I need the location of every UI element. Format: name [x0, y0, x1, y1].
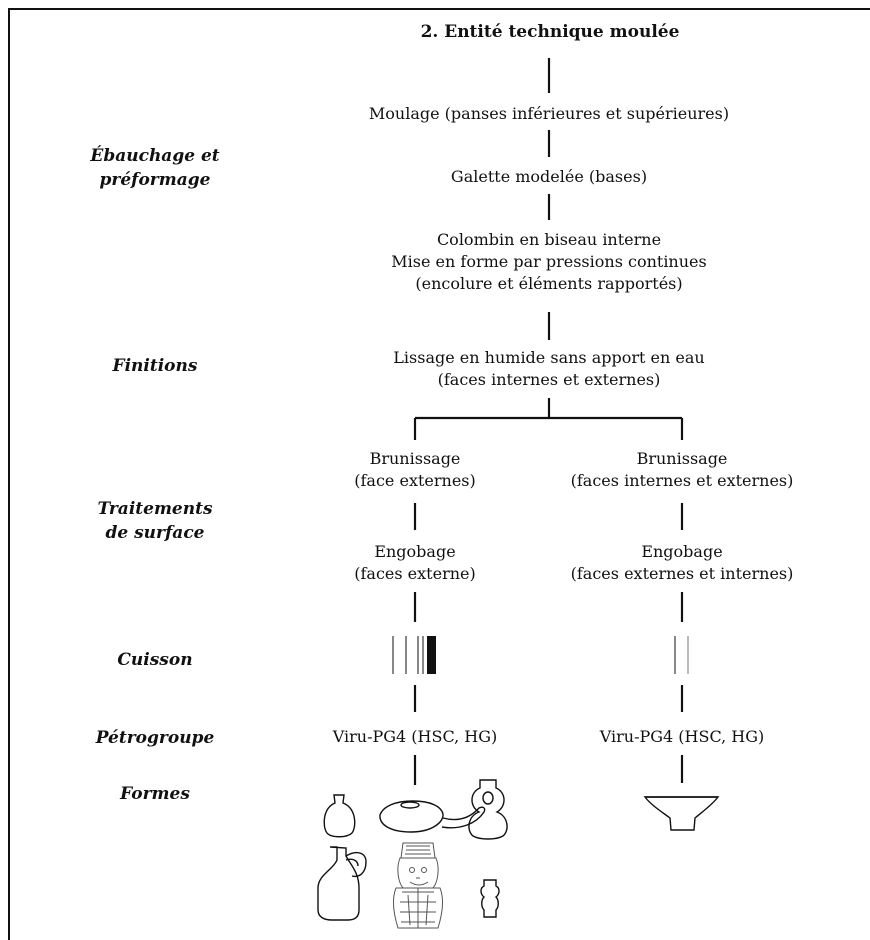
cuisson-marks-left [392, 636, 436, 674]
stage-label-finitions: Finitions [112, 356, 198, 376]
frame-top-border [8, 8, 870, 10]
stage-label-formes: Formes [120, 784, 190, 804]
left-engobage: Engobage (faces externe) [285, 541, 545, 585]
vessel-small-figurine-icon [480, 879, 500, 918]
right-petrogroupe: Viru-PG4 (HSC, HG) [599, 727, 765, 746]
stage-label-traitements-line2: de surface [105, 523, 205, 543]
frame-left-border [8, 8, 10, 940]
right-brunissage-line1: Brunissage [636, 449, 728, 468]
step-colombin: Colombin en biseau interne Mise en forme… [299, 229, 799, 295]
stage-label-petrogroupe: Pétrogroupe [95, 728, 215, 748]
vessel-stirrup-icon [468, 779, 508, 840]
left-brunissage: Brunissage (face externes) [285, 448, 545, 492]
vessel-effigy-figure-icon [393, 842, 443, 929]
left-engobage-line1: Engobage [374, 542, 456, 561]
diagram-title: 2. Entité technique moulée [420, 22, 680, 42]
step-moulage: Moulage (panses inférieures et supérieur… [368, 104, 730, 123]
stage-label-traitements-line1: Traitements [97, 499, 213, 519]
left-brunissage-line2: (face externes) [354, 471, 476, 490]
step-colombin-line3: (encolure et éléments rapportés) [415, 274, 683, 293]
step-colombin-line1: Colombin en biseau interne [436, 230, 662, 249]
vessel-wide-bowl-icon [643, 796, 720, 831]
vessel-spouted-flat-icon [379, 800, 486, 833]
step-lissage-line2: (faces internes et externes) [437, 370, 661, 389]
stage-label-traitements: Traitements de surface [40, 497, 270, 545]
left-brunissage-line1: Brunissage [369, 449, 461, 468]
right-brunissage-line2: (faces internes et externes) [570, 471, 794, 490]
stage-label-ebauchage: Ébauchage et préformage [40, 144, 270, 192]
right-brunissage: Brunissage (faces internes et externes) [542, 448, 822, 492]
step-lissage-line1: Lissage en humide sans apport en eau [393, 348, 705, 367]
left-petrogroupe: Viru-PG4 (HSC, HG) [332, 727, 498, 746]
right-engobage-line1: Engobage [641, 542, 723, 561]
stage-label-ebauchage-line2: préformage [99, 170, 211, 190]
stage-label-ebauchage-line1: Ébauchage et [90, 146, 220, 166]
step-galette: Galette modelée (bases) [450, 167, 648, 186]
cuisson-marks-right [674, 636, 689, 674]
vessel-handled-jug-icon [317, 846, 367, 921]
left-engobage-line2: (faces externe) [354, 564, 476, 583]
right-engobage-line2: (faces externes et internes) [570, 564, 794, 583]
step-lissage: Lissage en humide sans apport en eau (fa… [299, 347, 799, 391]
right-engobage: Engobage (faces externes et internes) [542, 541, 822, 585]
vessel-globular-icon [323, 794, 356, 838]
stage-label-cuisson: Cuisson [117, 650, 193, 670]
step-colombin-line2: Mise en forme par pressions continues [391, 252, 707, 271]
